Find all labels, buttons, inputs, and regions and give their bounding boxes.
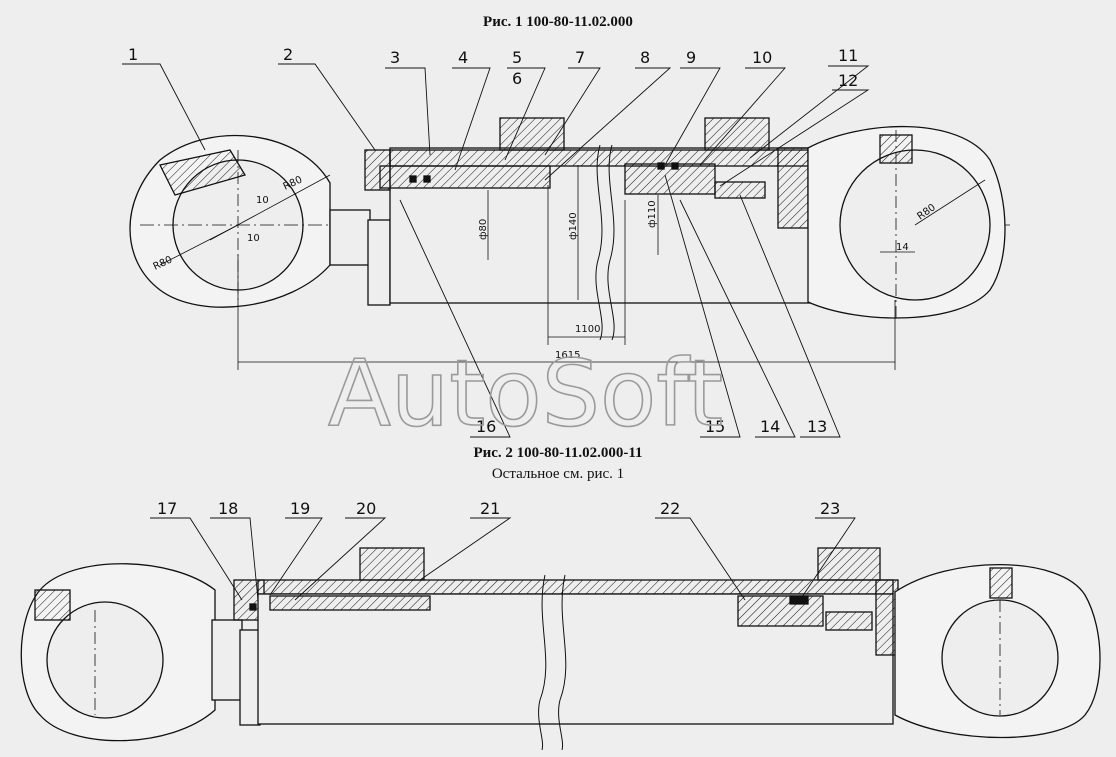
callout-6: 6 xyxy=(512,69,522,88)
watermark: AutoSoft xyxy=(328,340,723,447)
callout-3: 3 xyxy=(390,48,400,67)
dim-offset-2: 10 xyxy=(247,233,260,244)
figure-1-drawing xyxy=(122,63,1010,438)
callout-16: 16 xyxy=(476,417,496,436)
callout-17: 17 xyxy=(157,499,177,518)
figure-2-callouts: 17 18 19 20 21 22 23 xyxy=(157,499,840,518)
figure-2-drawing xyxy=(20,517,1101,751)
callout-23: 23 xyxy=(820,499,840,518)
callout-21: 21 xyxy=(480,499,500,518)
figure-1-title: Рис. 1 100-80-11.02.000 xyxy=(483,14,633,30)
callout-2: 2 xyxy=(283,45,293,64)
dim-d-rod: ф80 xyxy=(478,219,489,240)
callout-7: 7 xyxy=(575,48,585,67)
callout-10: 10 xyxy=(752,48,772,67)
callout-12: 12 xyxy=(838,71,858,90)
callout-5: 5 xyxy=(512,48,522,67)
callout-11: 11 xyxy=(838,46,858,65)
dim-w-right: 14 xyxy=(896,242,909,253)
dim-offset-1: 10 xyxy=(256,195,269,206)
dim-stroke: 1100 xyxy=(575,324,600,335)
callout-13: 13 xyxy=(807,417,827,436)
callout-9: 9 xyxy=(686,48,696,67)
callout-8: 8 xyxy=(640,48,650,67)
figure-1-callouts: 1 2 3 4 5 6 7 8 9 10 11 12 13 14 15 16 xyxy=(128,45,858,436)
figure-2-subtitle: Остальное см. рис. 1 xyxy=(491,466,625,482)
callout-22: 22 xyxy=(660,499,680,518)
dim-length: 1615 xyxy=(555,350,580,361)
callout-19: 19 xyxy=(290,499,310,518)
callout-14: 14 xyxy=(760,417,780,436)
callout-20: 20 xyxy=(356,499,376,518)
callout-18: 18 xyxy=(218,499,238,518)
dim-d-piston: ф110 xyxy=(647,200,658,228)
callout-1: 1 xyxy=(128,45,138,64)
figure-2-title: Рис. 2 100-80-11.02.000-11 xyxy=(473,445,643,461)
dim-d-bore: ф140 xyxy=(568,212,579,240)
callout-15: 15 xyxy=(705,417,725,436)
callout-4: 4 xyxy=(458,48,468,67)
